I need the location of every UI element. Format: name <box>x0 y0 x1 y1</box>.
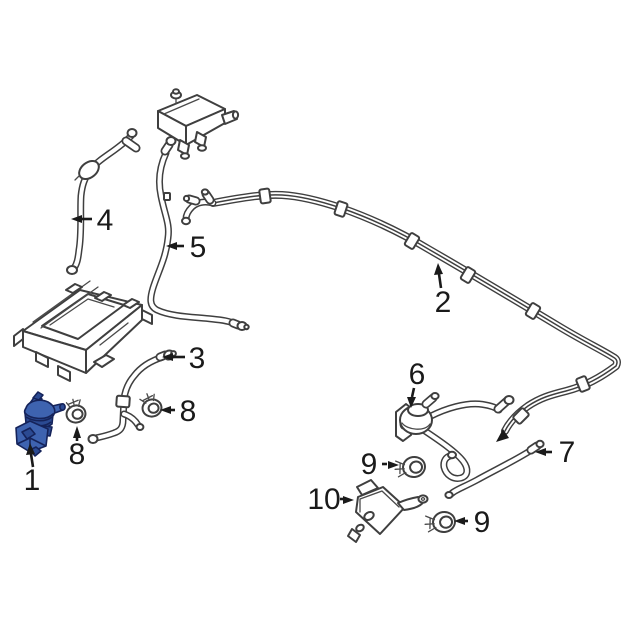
callout-label-8b: 8 <box>180 395 197 428</box>
callout-label-10: 10 <box>307 483 340 516</box>
callout-arrow-5 <box>166 242 184 250</box>
hose-7 <box>444 439 545 499</box>
callout-arrow-9a <box>382 461 399 469</box>
module-box <box>157 88 240 160</box>
callout-arrow-8b <box>160 406 175 414</box>
callout-label-3: 3 <box>189 342 206 375</box>
callout-arrows <box>26 215 552 525</box>
valve-6 <box>395 392 515 482</box>
callout-arrow-7 <box>535 448 552 456</box>
callout-label-1: 1 <box>24 464 41 497</box>
hose-4 <box>66 128 141 275</box>
callout-label-6: 6 <box>409 358 426 391</box>
callout-label-5: 5 <box>190 231 207 264</box>
callout-arrow-6 <box>407 387 416 408</box>
battery-module-box <box>13 280 153 382</box>
callout-label-4: 4 <box>97 204 114 237</box>
callout-arrow-4 <box>71 215 92 223</box>
part-1-pump-highlighted <box>15 391 66 457</box>
callout-arrow-1 <box>26 443 35 468</box>
callout-arrow-10 <box>340 496 354 504</box>
callout-label-8a: 8 <box>69 438 86 471</box>
callout-arrow-3 <box>162 353 185 361</box>
callout-arrow-2 <box>434 263 443 289</box>
clamp-8-right <box>139 393 163 418</box>
callout-label-2: 2 <box>435 286 452 319</box>
clamp-9-bottom <box>424 510 456 534</box>
callout-label-9a: 9 <box>361 448 378 481</box>
callout-labels: 1 2 3 4 5 6 7 8 8 9 9 10 <box>24 204 576 539</box>
callout-label-9b: 9 <box>474 506 491 539</box>
clamp-9-top <box>394 455 426 479</box>
callout-arrow-8a <box>73 426 81 441</box>
clamp-8-left <box>65 398 87 424</box>
callout-arrow-9b <box>454 517 468 525</box>
hose-5 <box>147 136 250 331</box>
tube-2 <box>181 187 621 442</box>
callout-label-7: 7 <box>559 436 576 469</box>
bracket-10 <box>347 479 429 543</box>
